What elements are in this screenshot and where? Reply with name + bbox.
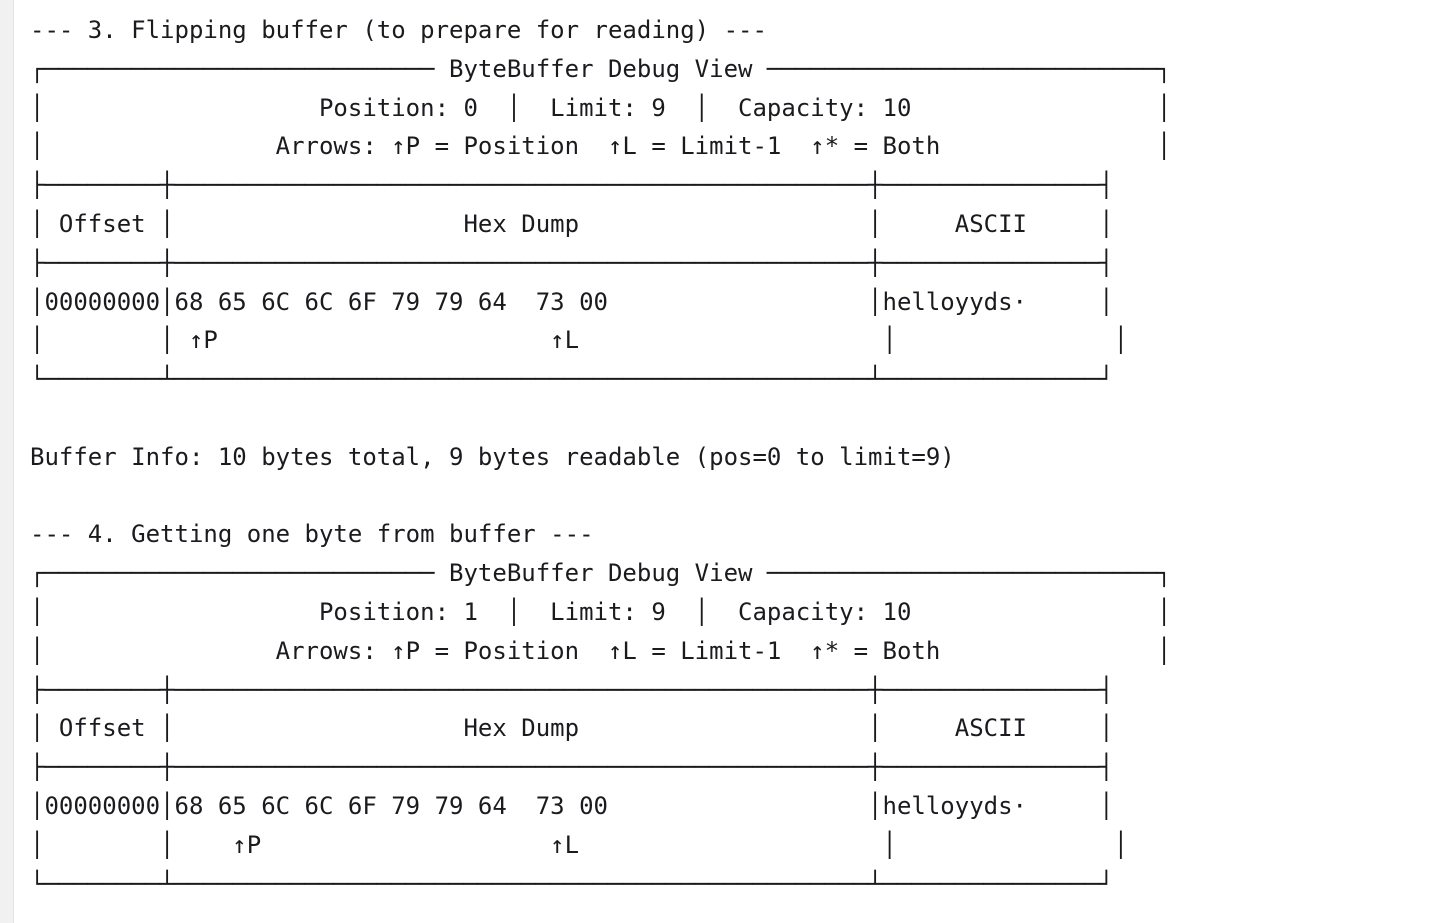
table-top-separator: ├────────┼──────────────────────────────… bbox=[30, 171, 1114, 200]
blank-line bbox=[30, 399, 1172, 438]
blank-line bbox=[30, 477, 1172, 516]
bytebuffer-status-line: │ Position: 0 │ Limit: 9 │ Capacity: 10 … bbox=[30, 93, 1172, 122]
table-header-separator: ├────────┼──────────────────────────────… bbox=[30, 248, 1114, 277]
buffer-info-line: Buffer Info: 10 bytes total, 9 bytes rea… bbox=[30, 442, 955, 471]
table-bottom-border: └────────┴──────────────────────────────… bbox=[30, 869, 1114, 898]
table-header-row: │ Offset │ Hex Dump │ ASCII │ bbox=[30, 714, 1114, 743]
arrows-legend-line: │ Arrows: ↑P = Position ↑L = Limit-1 ↑* … bbox=[30, 636, 1172, 665]
pointer-markers-row: │ │ ↑P ↑L │ │ bbox=[30, 830, 1129, 859]
table-bottom-border: └────────┴──────────────────────────────… bbox=[30, 365, 1114, 394]
bytebuffer-box-top-border: ┌─────────────────────────── ByteBuffer … bbox=[30, 54, 1172, 83]
bytebuffer-status-line: │ Position: 1 │ Limit: 9 │ Capacity: 10 … bbox=[30, 597, 1172, 626]
section-3-title: --- 3. Flipping buffer (to prepare for r… bbox=[30, 16, 767, 44]
hex-dump-row: │00000000│68 65 6C 6C 6F 79 79 64 73 00 … bbox=[30, 791, 1114, 820]
pointer-markers-row: │ │ ↑P ↑L │ │ bbox=[30, 326, 1129, 355]
table-header-separator: ├────────┼──────────────────────────────… bbox=[30, 753, 1114, 782]
bytebuffer-box-top-border: ┌─────────────────────────── ByteBuffer … bbox=[30, 559, 1172, 588]
arrows-legend-line: │ Arrows: ↑P = Position ↑L = Limit-1 ↑* … bbox=[30, 132, 1172, 161]
table-header-row: │ Offset │ Hex Dump │ ASCII │ bbox=[30, 209, 1114, 238]
section-4-title: --- 4. Getting one byte from buffer --- bbox=[30, 520, 594, 549]
hex-dump-row: │00000000│68 65 6C 6C 6F 79 79 64 73 00 … bbox=[30, 287, 1114, 316]
terminal-output: --- 3. Flipping buffer (to prepare for r… bbox=[30, 16, 1172, 898]
editor-left-gutter bbox=[0, 0, 14, 923]
table-top-separator: ├────────┼──────────────────────────────… bbox=[30, 675, 1114, 704]
